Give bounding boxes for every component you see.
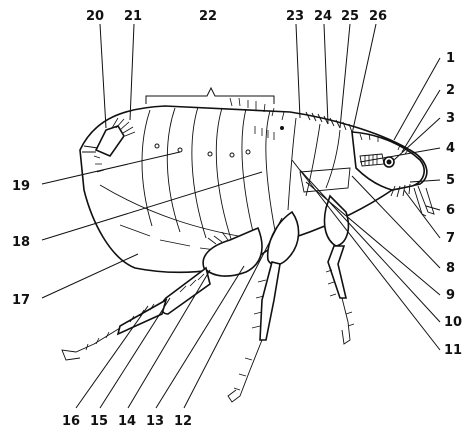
left-labels: 19 18 17 [12, 179, 30, 308]
label-20: 20 [86, 9, 104, 24]
label-21: 21 [124, 9, 142, 24]
palps [414, 186, 434, 216]
label-14: 14 [118, 414, 136, 429]
label-25: 25 [341, 9, 359, 24]
label-15: 15 [90, 414, 108, 429]
label-17: 17 [12, 293, 30, 308]
top-labels: 20 21 22 23 24 25 26 [86, 9, 387, 24]
label-9: 9 [446, 288, 455, 303]
label-13: 13 [146, 414, 164, 429]
label-19: 19 [12, 179, 30, 194]
bottom-labels: 16 15 14 13 12 [62, 414, 192, 429]
label-22: 22 [199, 9, 217, 24]
label-2: 2 [446, 83, 455, 98]
label-18: 18 [12, 235, 30, 250]
right-labels: 1 2 3 4 5 6 7 8 9 10 11 [444, 51, 462, 358]
label-7: 7 [446, 231, 455, 246]
label-12: 12 [174, 414, 192, 429]
label-10: 10 [444, 315, 462, 330]
label-6: 6 [446, 203, 455, 218]
label-11: 11 [444, 343, 462, 358]
label-26: 26 [369, 9, 387, 24]
bracket-22 [146, 88, 274, 104]
label-5: 5 [446, 173, 455, 188]
label-8: 8 [446, 261, 455, 276]
label-16: 16 [62, 414, 80, 429]
label-4: 4 [446, 141, 455, 156]
label-1: 1 [446, 51, 455, 66]
label-3: 3 [446, 111, 455, 126]
label-24: 24 [314, 9, 332, 24]
label-23: 23 [286, 9, 304, 24]
